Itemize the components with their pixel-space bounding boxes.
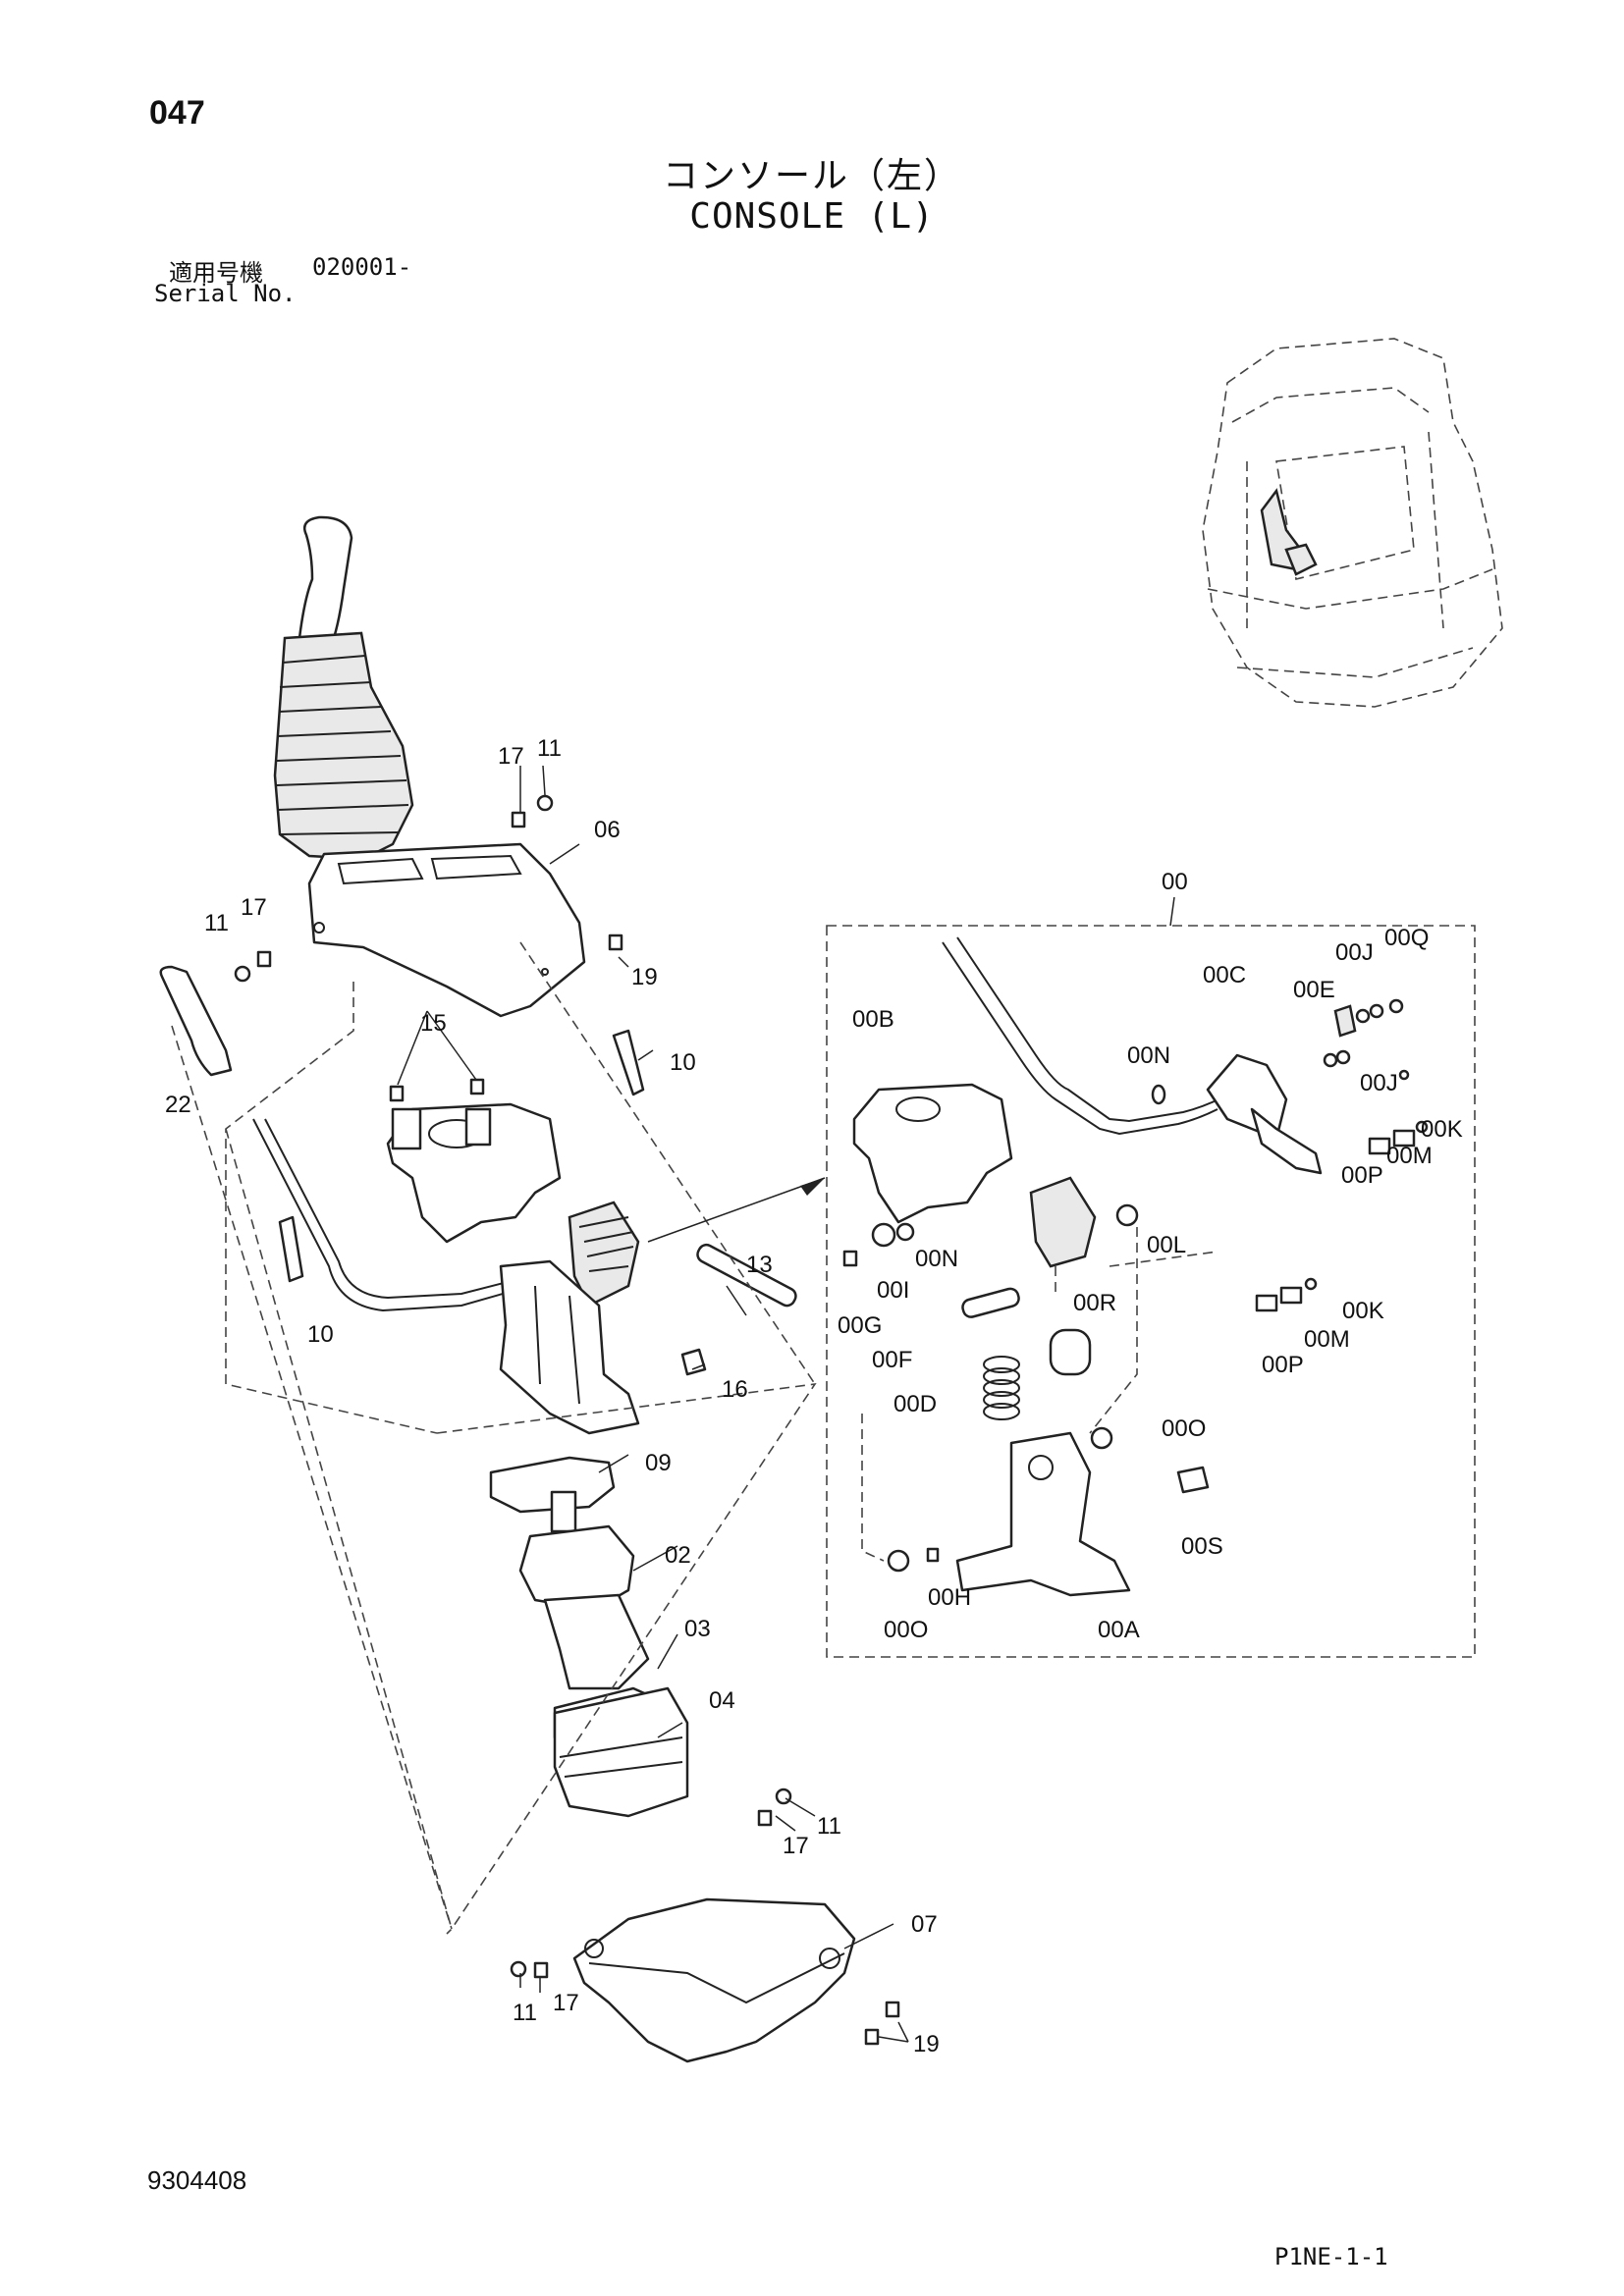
callout-00K: 00K bbox=[1421, 1116, 1463, 1143]
callout-00J: 00J bbox=[1360, 1070, 1398, 1096]
machine-location-inset bbox=[1202, 338, 1503, 708]
callout-00K: 00K bbox=[1342, 1298, 1384, 1324]
console-bracket-assembly bbox=[386, 1102, 640, 1435]
callout-00P: 00P bbox=[1341, 1162, 1383, 1189]
callout-09: 09 bbox=[645, 1450, 672, 1476]
callout-07: 07 bbox=[911, 1911, 938, 1938]
callout-00H: 00H bbox=[928, 1584, 971, 1611]
callout-11: 11 bbox=[537, 735, 562, 762]
bolt-16 bbox=[680, 1348, 707, 1376]
callout-11: 11 bbox=[513, 2000, 537, 2026]
callout-00P: 00P bbox=[1262, 1352, 1304, 1378]
callout-00E: 00E bbox=[1293, 977, 1335, 1003]
callout-00R: 00R bbox=[1073, 1290, 1116, 1316]
callout-00D: 00D bbox=[893, 1391, 937, 1417]
callout-00G: 00G bbox=[838, 1312, 882, 1339]
page-code: P1NE-1-1 bbox=[1274, 2243, 1388, 2270]
callout-00A: 00A bbox=[1098, 1617, 1140, 1643]
assembly-guide-lines bbox=[171, 941, 817, 1935]
lever-grip-and-boot bbox=[273, 515, 414, 861]
callout-00J: 00J bbox=[1335, 939, 1374, 966]
leader-lines bbox=[397, 765, 1175, 2043]
callout-00N: 00N bbox=[1127, 1042, 1170, 1069]
callout-00N: 00N bbox=[915, 1246, 958, 1272]
callout-04: 04 bbox=[709, 1687, 735, 1714]
detail-parts bbox=[842, 936, 1429, 1597]
callout-19: 19 bbox=[913, 2031, 940, 2057]
detail-box-00 bbox=[826, 925, 1476, 1658]
callout-16: 16 bbox=[722, 1376, 748, 1403]
callout-00I: 00I bbox=[877, 1277, 909, 1304]
callout-10: 10 bbox=[670, 1049, 696, 1076]
callout-00M: 00M bbox=[1386, 1143, 1433, 1169]
fasteners bbox=[234, 794, 900, 2046]
callout-17: 17 bbox=[498, 743, 524, 770]
serial-number-value: 020001- bbox=[312, 253, 412, 281]
page-title-english: CONSOLE (L) bbox=[689, 196, 935, 237]
pin-13 bbox=[696, 1243, 797, 1308]
callout-10: 10 bbox=[307, 1321, 334, 1348]
callout-17: 17 bbox=[783, 1833, 809, 1859]
callout-19: 19 bbox=[631, 964, 658, 990]
serial-label-japanese: 適用号機 bbox=[169, 260, 263, 287]
page-title-japanese: コンソール（左） bbox=[662, 155, 961, 195]
callout-17: 17 bbox=[241, 894, 267, 921]
callout-17: 17 bbox=[553, 1990, 579, 2016]
callout-00B: 00B bbox=[852, 1006, 894, 1033]
callout-13: 13 bbox=[746, 1252, 773, 1278]
callout-00M: 00M bbox=[1304, 1326, 1350, 1353]
console-lower-cover-07 bbox=[572, 1897, 856, 2063]
callout-03: 03 bbox=[684, 1616, 711, 1642]
callout-00O: 00O bbox=[884, 1617, 928, 1643]
console-top-cover-06 bbox=[307, 842, 586, 1018]
drawing-number: 9304408 bbox=[147, 2165, 247, 2195]
callout-00Q: 00Q bbox=[1384, 925, 1429, 951]
page-number: 047 bbox=[149, 94, 205, 132]
callout-06: 06 bbox=[594, 817, 621, 843]
callout-00F: 00F bbox=[872, 1347, 912, 1373]
callout-02: 02 bbox=[665, 1542, 691, 1569]
callout-00: 00 bbox=[1162, 869, 1188, 895]
callout-00O: 00O bbox=[1162, 1415, 1206, 1442]
callout-11: 11 bbox=[817, 1813, 841, 1840]
pilot-valve-02 bbox=[518, 1490, 650, 1690]
callout-22: 22 bbox=[165, 1092, 191, 1118]
serial-label-english: Serial No. bbox=[154, 280, 297, 307]
callout-15: 15 bbox=[420, 1010, 447, 1037]
callout-00C: 00C bbox=[1203, 962, 1246, 988]
gasket-09 bbox=[489, 1456, 616, 1514]
callout-11: 11 bbox=[204, 910, 229, 936]
lever-rod-and-plates-10 bbox=[252, 1029, 645, 1312]
handle-22 bbox=[159, 965, 233, 1077]
callout-00L: 00L bbox=[1147, 1232, 1186, 1258]
boot-04 bbox=[553, 1686, 689, 1818]
callout-00S: 00S bbox=[1181, 1533, 1223, 1560]
